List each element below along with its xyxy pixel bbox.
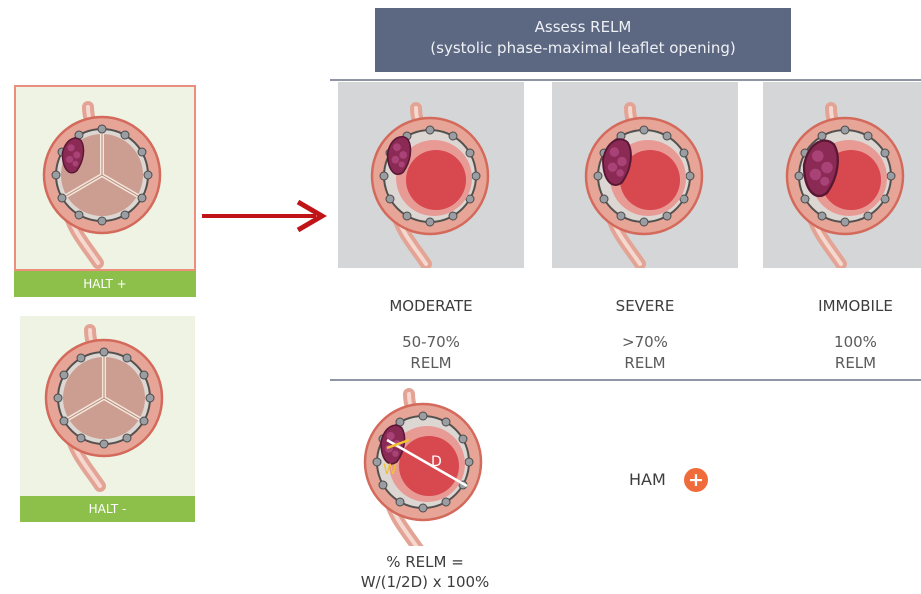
- valve-severe-icon: [552, 82, 738, 268]
- valve-immobile-icon: [763, 82, 921, 268]
- halt-negative-panel: [20, 316, 195, 496]
- header-title: Assess RELM: [375, 17, 791, 38]
- severity-range: >70%: [552, 332, 738, 353]
- valve-moderate-icon: [338, 82, 524, 268]
- valve-normal-icon: [20, 316, 195, 496]
- halt-positive-panel: [14, 85, 196, 271]
- formula-line-2: W/(1/2D) x 100%: [330, 572, 520, 593]
- ham-label: HAM: [629, 470, 666, 489]
- severity-grade: SEVERE: [552, 296, 738, 316]
- formula-line-1: % RELM =: [330, 552, 520, 573]
- header-subtitle: (systolic phase-maximal leaflet opening): [375, 38, 791, 59]
- valve-panel-immobile: [763, 82, 921, 268]
- severity-unit: RELM: [790, 353, 921, 374]
- header-banner: Assess RELM (systolic phase-maximal leaf…: [375, 8, 791, 72]
- severity-range: 50-70%: [338, 332, 524, 353]
- top-divider: [330, 79, 921, 81]
- plus-badge-icon: +: [684, 468, 708, 492]
- valve-thrombosed-icon: [16, 87, 194, 269]
- width-label: W: [383, 462, 397, 478]
- severity-range: 100%: [790, 332, 921, 353]
- bottom-divider: [330, 379, 921, 381]
- severity-grade: IMMOBILE: [790, 296, 921, 316]
- halt-negative-label: HALT -: [20, 496, 195, 522]
- severity-grade: MODERATE: [338, 296, 524, 316]
- severity-unit: RELM: [552, 353, 738, 374]
- red-arrow-icon: [198, 196, 328, 236]
- diameter-label: D: [431, 454, 442, 470]
- valve-panel-moderate: [338, 82, 524, 268]
- halt-positive-label: HALT +: [14, 271, 196, 297]
- severity-unit: RELM: [338, 353, 524, 374]
- valve-panel-severe: [552, 82, 738, 268]
- relm-measurement-diagram: W D: [345, 386, 505, 546]
